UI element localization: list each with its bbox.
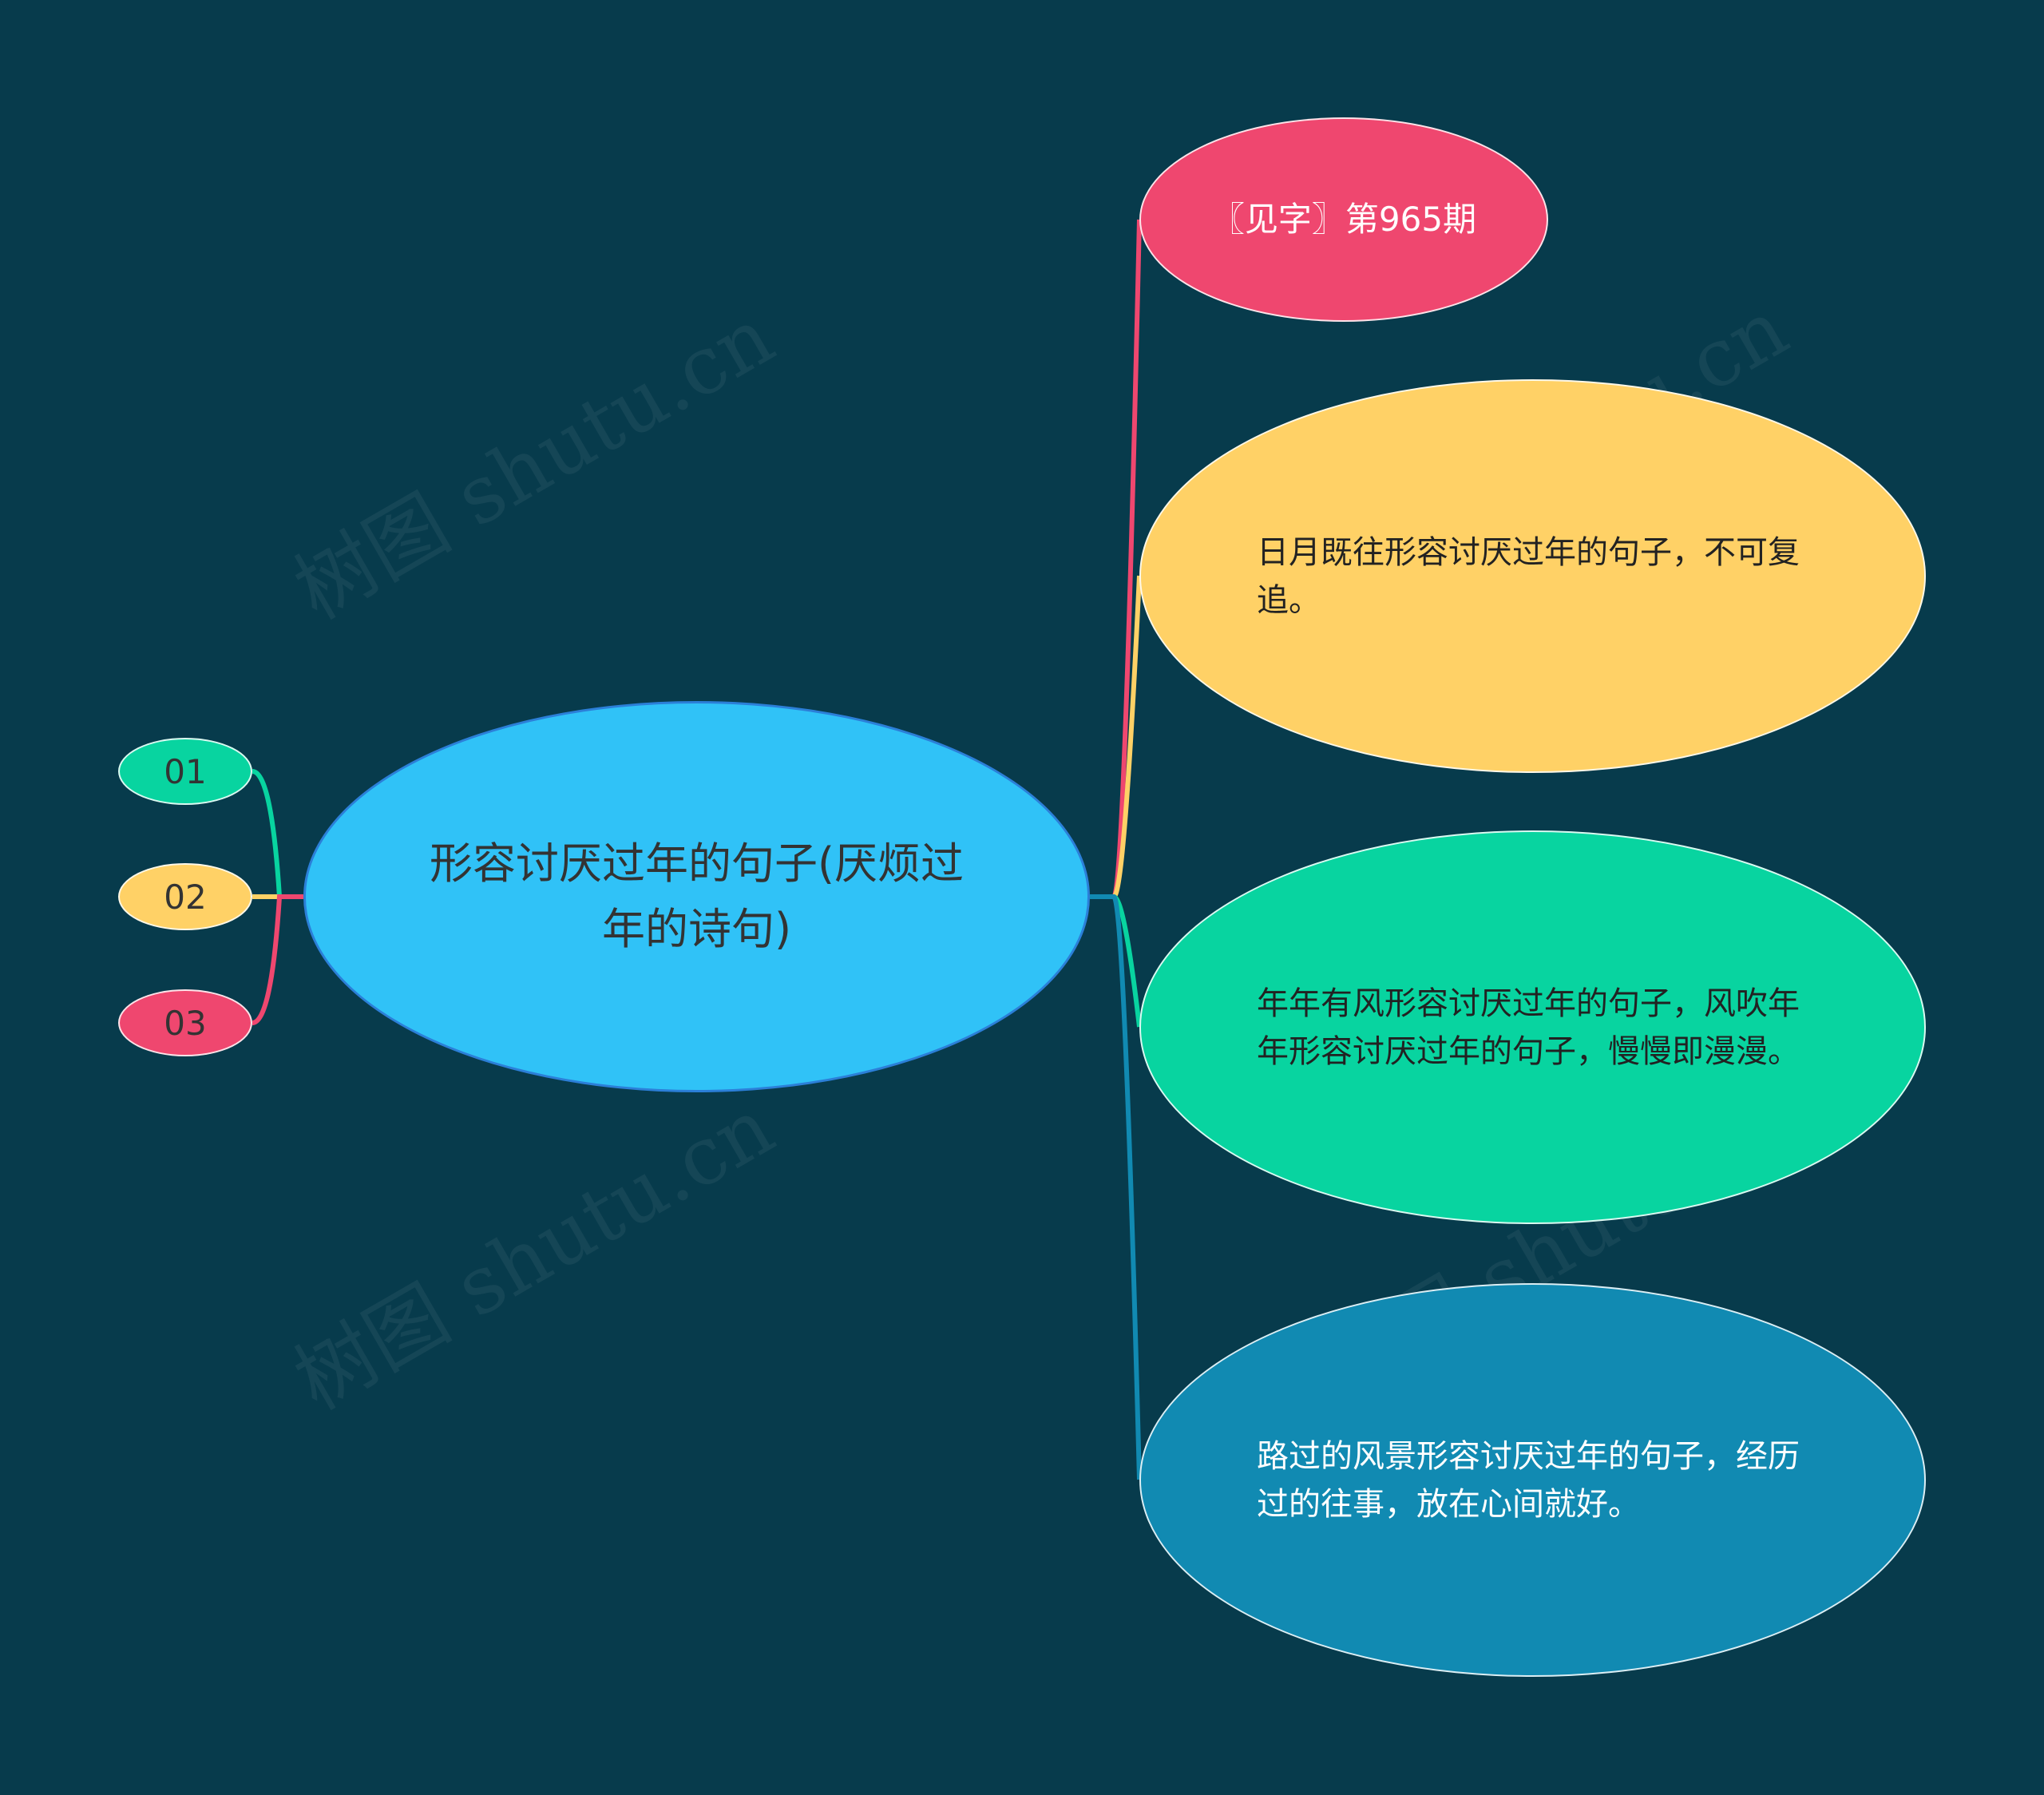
- central-topic-label: 形容讨厌过年的句子(厌烦过年的诗句): [429, 838, 965, 954]
- branch-label: 日月既往形容讨厌过年的句子，不可复追。: [1257, 533, 1800, 619]
- branch-quote-2[interactable]: 年年有风形容讨厌过年的句子，风吹年年形容讨厌过年的句子，慢慢即漫漫。: [1139, 830, 1926, 1224]
- left-node-label: 03: [164, 1003, 207, 1043]
- left-node-label: 01: [164, 751, 207, 791]
- edge-r3: [1090, 894, 1142, 1028]
- left-node-label: 02: [164, 877, 207, 917]
- left-node-03[interactable]: 03: [118, 989, 252, 1056]
- edge-r2: [1090, 575, 1142, 899]
- edge-03: [252, 894, 303, 1025]
- branch-quote-3[interactable]: 路过的风景形容讨厌过年的句子，经历过的往事，放在心间就好。: [1139, 1283, 1926, 1677]
- branch-quote-1[interactable]: 日月既往形容讨厌过年的句子，不可复追。: [1139, 379, 1926, 773]
- edge-01: [252, 769, 303, 899]
- left-node-01[interactable]: 01: [118, 738, 252, 805]
- branch-label: 〖见字〗第965期: [1210, 200, 1477, 239]
- central-topic[interactable]: 形容讨厌过年的句子(厌烦过年的诗句): [303, 701, 1090, 1092]
- branch-label: 路过的风景形容讨厌过年的句子，经历过的往事，放在心间就好。: [1257, 1437, 1800, 1523]
- branch-label: 年年有风形容讨厌过年的句子，风吹年年形容讨厌过年的句子，慢慢即漫漫。: [1257, 985, 1800, 1070]
- edge-r1: [1090, 219, 1142, 899]
- edge-r4: [1090, 894, 1142, 1480]
- left-node-02[interactable]: 02: [118, 863, 252, 930]
- branch-issue-number[interactable]: 〖见字〗第965期: [1139, 117, 1548, 322]
